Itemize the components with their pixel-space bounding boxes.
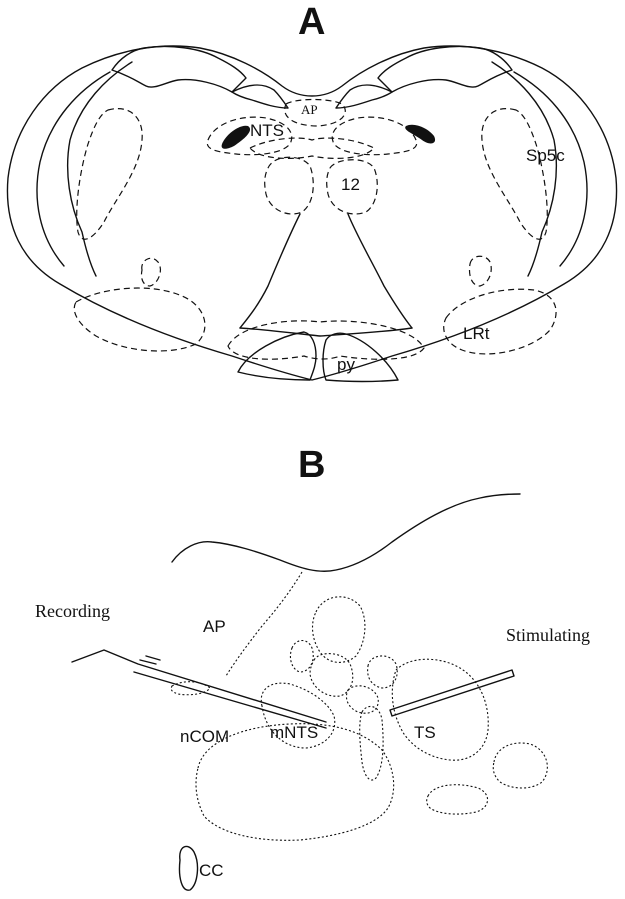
right-hypoglossal-nucleus bbox=[326, 159, 378, 215]
left-sp5c-region bbox=[76, 108, 143, 240]
central-canal bbox=[178, 845, 199, 891]
central-nts-region bbox=[249, 137, 375, 159]
medulla-outline bbox=[6, 45, 618, 381]
area-postrema-region bbox=[284, 98, 346, 127]
recording-electrode[interactable] bbox=[71, 649, 327, 723]
right-cuneate bbox=[335, 84, 393, 109]
left-upper-cell bbox=[289, 639, 314, 673]
left-pyramid bbox=[237, 331, 317, 381]
right-pyramid bbox=[322, 332, 399, 383]
upper-lobe-region bbox=[311, 596, 366, 663]
left-hypoglossal-nucleus bbox=[264, 156, 314, 215]
ncom-region bbox=[195, 723, 395, 841]
dorsal-surface-line bbox=[171, 493, 521, 572]
ncom-side-loop bbox=[170, 681, 211, 696]
left-solitary-tract-mark bbox=[221, 125, 251, 149]
raphe-midline-right bbox=[347, 213, 413, 329]
label-cc: CC bbox=[199, 861, 224, 880]
raphe-base bbox=[239, 327, 413, 337]
panel-a: A AP NTS 12 Sp5c bbox=[6, 1, 618, 383]
right-sp5c-region bbox=[481, 108, 548, 240]
left-small-nucleus bbox=[140, 257, 162, 287]
small-round-cell bbox=[367, 655, 398, 689]
label-mnts: mNTS bbox=[270, 723, 318, 742]
right-lateral-tract bbox=[513, 71, 588, 267]
stimulating-electrode[interactable] bbox=[389, 669, 515, 717]
left-lateral-tract-inner bbox=[66, 61, 133, 277]
left-lrt-region bbox=[73, 287, 206, 352]
label-stimulating: Stimulating bbox=[506, 625, 590, 645]
right-small-nucleus bbox=[468, 255, 492, 287]
raphe-midline bbox=[239, 213, 301, 329]
ts-region bbox=[391, 658, 489, 761]
left-lateral-tract bbox=[36, 71, 111, 267]
label-12: 12 bbox=[341, 175, 360, 194]
ap-boundary-line bbox=[225, 571, 303, 677]
label-ap: AP bbox=[301, 102, 318, 117]
lower-small-loop bbox=[426, 784, 489, 815]
label-recording: Recording bbox=[35, 601, 110, 621]
label-lrt: LRt bbox=[463, 324, 490, 343]
label-ts: TS bbox=[414, 723, 436, 742]
panel-b-letter: B bbox=[298, 444, 325, 486]
mnts-region bbox=[260, 682, 336, 749]
label-sp5c: Sp5c bbox=[526, 146, 565, 165]
central-nucleus-region bbox=[309, 653, 354, 697]
label-py: py bbox=[337, 355, 355, 374]
panel-a-letter: A bbox=[298, 1, 325, 43]
right-lrt-region bbox=[443, 288, 557, 355]
vertical-column bbox=[359, 705, 384, 781]
left-cuneate bbox=[231, 84, 289, 109]
olive-region bbox=[227, 320, 425, 360]
right-lateral-tract-inner bbox=[491, 61, 558, 277]
label-ncom: nCOM bbox=[180, 727, 229, 746]
label-nts: NTS bbox=[250, 121, 284, 140]
right-nts-region bbox=[331, 116, 418, 156]
right-solitary-tract-mark bbox=[405, 124, 436, 144]
right-lower-loop bbox=[492, 742, 548, 789]
recording-electrode-tip bbox=[139, 655, 161, 665]
left-dorsal-cap bbox=[111, 45, 247, 93]
panel-b: B AP Recording Stimulating nCOM mNTS TS bbox=[35, 444, 590, 891]
right-dorsal-cap bbox=[377, 45, 513, 93]
mid-cell bbox=[345, 685, 379, 714]
recording-electrode-shaft[interactable] bbox=[133, 671, 327, 729]
label-ap-b: AP bbox=[203, 617, 226, 636]
